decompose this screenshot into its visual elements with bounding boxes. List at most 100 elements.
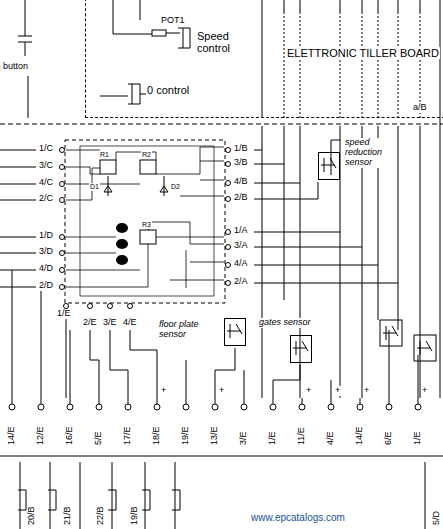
terminal-label: 19/B: [130, 505, 140, 526]
terminal-label: 13/E: [210, 425, 220, 446]
terminal-stub: [418, 398, 419, 404]
pin-label: 2/C: [38, 194, 54, 204]
terminal: [328, 404, 334, 410]
button-switch: [18, 0, 32, 118]
sensor: floor plate sensor: [224, 318, 246, 346]
pin-label: 1/D: [38, 231, 54, 241]
relay-coil: [100, 160, 116, 174]
pin-label: 4/B: [233, 177, 249, 187]
terminal-label: 21/B: [63, 505, 73, 526]
terminal-label: 11/E: [297, 426, 307, 446]
relay-coil: [140, 160, 156, 174]
pin-label: 4/C: [38, 178, 54, 188]
relay-contacts: [116, 223, 128, 265]
board-box: ELETTRONIC TILLER BOARD: [85, 0, 443, 118]
terminal-label: 1/E: [413, 430, 423, 446]
terminal: [386, 404, 392, 410]
pin-label: D1: [89, 183, 100, 191]
node-heading: speed reduction sensor: [344, 138, 394, 168]
diodes: [104, 176, 168, 196]
terminal: [38, 404, 44, 410]
terminal-label: 14/E: [7, 425, 17, 446]
pin-label: 2/D: [38, 281, 54, 291]
pin-label: D2: [170, 183, 181, 191]
terminal-stub: [302, 398, 303, 404]
pin-label: R3: [141, 221, 152, 229]
terminal-stub: [70, 398, 71, 404]
pin-label: 3/E: [102, 318, 118, 328]
terminal: [299, 404, 305, 410]
terminal: [357, 404, 363, 410]
pin-label: 1/A: [233, 226, 249, 236]
sensor-symbol: [318, 152, 340, 180]
terminal: [241, 404, 247, 410]
pin-label: +: [363, 386, 370, 396]
pin-label: 1/C: [38, 144, 54, 154]
board-border: [0, 124, 443, 125]
pin-label: R1: [99, 151, 110, 159]
pin-label: 4/E: [122, 318, 138, 328]
sensor: gates sensor: [290, 335, 312, 363]
pin-label: button: [2, 62, 29, 72]
terminal-label: 17/E: [123, 425, 133, 446]
pin-label: 2/B: [233, 193, 249, 203]
terminal-stub: [389, 398, 390, 404]
terminal-label: 6/E: [384, 430, 394, 446]
pin-label: +: [334, 386, 341, 396]
sensor: speed reduction sensor: [318, 152, 340, 180]
terminal-label: 1/E: [268, 430, 278, 446]
terminal: [96, 404, 102, 410]
pin-label: +: [160, 386, 167, 396]
terminal: [415, 404, 421, 410]
terminal-label: 5/D: [432, 510, 442, 526]
pin-label: 1/E: [56, 309, 72, 319]
terminal-label: 3/E: [239, 430, 249, 446]
terminals: [9, 398, 421, 410]
terminal-stub: [273, 398, 274, 404]
pot-wiring: [113, 0, 190, 48]
zero-pushbutton: [100, 84, 146, 104]
module-traces: [66, 147, 224, 288]
terminal-stub: [186, 398, 187, 404]
terminal-label: 22/B: [96, 505, 106, 526]
relay-module: [65, 140, 225, 303]
node-heading: gates sensor: [258, 318, 330, 328]
terminal: [125, 404, 131, 410]
terminal: [154, 404, 160, 410]
pin-label: 1/B: [233, 144, 249, 154]
left-pin-wires: [0, 148, 65, 290]
sensor-symbol: [224, 318, 246, 346]
module-bottom-pins: [12, 270, 418, 398]
terminal-label: 12/E: [36, 425, 46, 446]
terminal-label: 4/E: [326, 430, 336, 446]
node-heading: floor plate sensor: [158, 320, 220, 340]
terminal-label: 5/E: [94, 430, 104, 446]
pin-label: R2: [141, 151, 152, 159]
terminal-stub: [360, 398, 361, 404]
pin-label: 3/B: [233, 158, 249, 168]
terminal: [270, 404, 276, 410]
pin-label: +: [421, 386, 428, 396]
terminal-stub: [41, 398, 42, 404]
pin-label: 2/A: [233, 277, 249, 287]
pin-label: a/B: [412, 103, 428, 113]
terminal-stub: [12, 398, 13, 404]
node-heading: ELETTRONIC TILLER BOARD: [286, 47, 440, 59]
bottom-switches: [18, 462, 425, 529]
terminal-label: 14/E: [355, 425, 365, 446]
potentiometer: [152, 30, 166, 36]
pin-label: Speed control: [196, 30, 246, 54]
terminal-label: 20/B: [27, 505, 37, 526]
top-wires: [262, 0, 440, 12]
pin-label: 2/E: [82, 318, 98, 328]
relay-board: [80, 146, 214, 296]
terminal: [212, 404, 218, 410]
pin-label: +: [305, 386, 312, 396]
pin-label: 4/A: [233, 259, 249, 269]
terminal-label: 19/E: [181, 425, 191, 446]
terminal-stub: [331, 398, 332, 404]
right-pin-wires: [226, 12, 441, 398]
pin-label: www.epcatalogs.com: [250, 512, 346, 523]
terminal-stub: [99, 398, 100, 404]
